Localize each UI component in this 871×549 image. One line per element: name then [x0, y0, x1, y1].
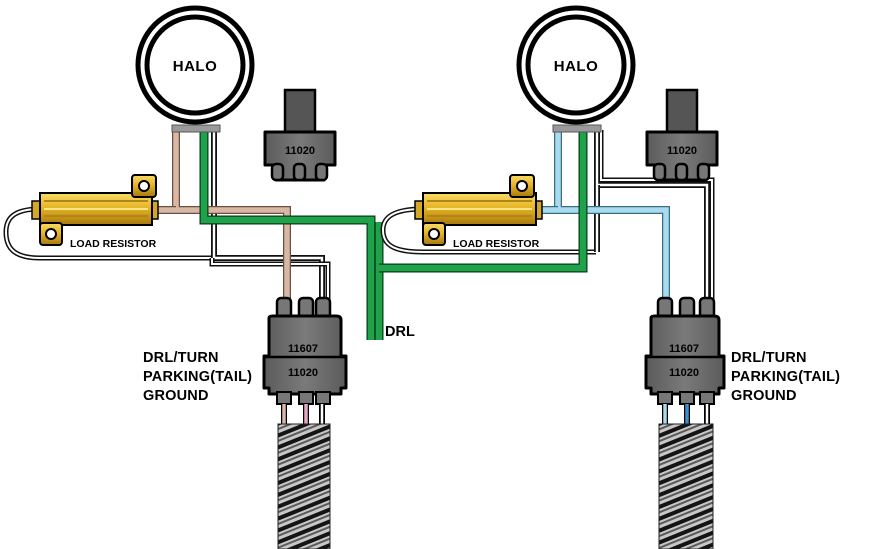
- top-plug: 11020: [263, 88, 337, 182]
- pin-label-parking: PARKING(TAIL): [143, 369, 252, 385]
- pin-label-ground: GROUND: [143, 388, 209, 404]
- pin-label-drl-turn: DRL/TURN: [143, 350, 219, 366]
- top-plug: 11020: [645, 88, 719, 182]
- main-connector: 11607 11020: [644, 296, 726, 405]
- connector-upper-label: 11607: [669, 343, 699, 355]
- load-resistor: LOAD RESISTOR: [414, 174, 543, 250]
- main-connector: 11607 11020: [262, 296, 348, 405]
- load-resistor: LOAD RESISTOR: [31, 174, 159, 250]
- resistor-label: LOAD RESISTOR: [70, 238, 157, 250]
- pin-labels: DRL/TURN PARKING(TAIL) GROUND: [731, 350, 840, 404]
- harness-wires: [281, 404, 325, 426]
- braided-harness: [277, 423, 331, 549]
- pin-label-drl-turn: DRL/TURN: [731, 350, 807, 366]
- resistor-label: LOAD RESISTOR: [453, 238, 540, 250]
- pin-labels: DRL/TURN PARKING(TAIL) GROUND: [143, 350, 252, 404]
- braided-harness: [658, 423, 714, 549]
- left-assembly: HALO 11020 LOAD RESISTOR: [3, 5, 384, 549]
- drl-label: DRL: [385, 324, 415, 340]
- pin-label-parking: PARKING(TAIL): [731, 369, 840, 385]
- right-assembly: HALO 11020 LOAD RESISTOR: [379, 5, 840, 549]
- connector-lower-label: 11020: [669, 367, 699, 379]
- halo-ring: HALO: [135, 5, 255, 133]
- connector-lower-label: 11020: [288, 367, 318, 379]
- plug-label: 11020: [285, 145, 315, 157]
- connector-upper-label: 11607: [288, 343, 318, 355]
- halo-ring: HALO: [516, 5, 636, 133]
- halo-label: HALO: [173, 58, 218, 75]
- pin-label-ground: GROUND: [731, 388, 797, 404]
- plug-label: 11020: [667, 145, 697, 157]
- halo-label: HALO: [554, 58, 599, 75]
- harness-wires: [662, 404, 710, 426]
